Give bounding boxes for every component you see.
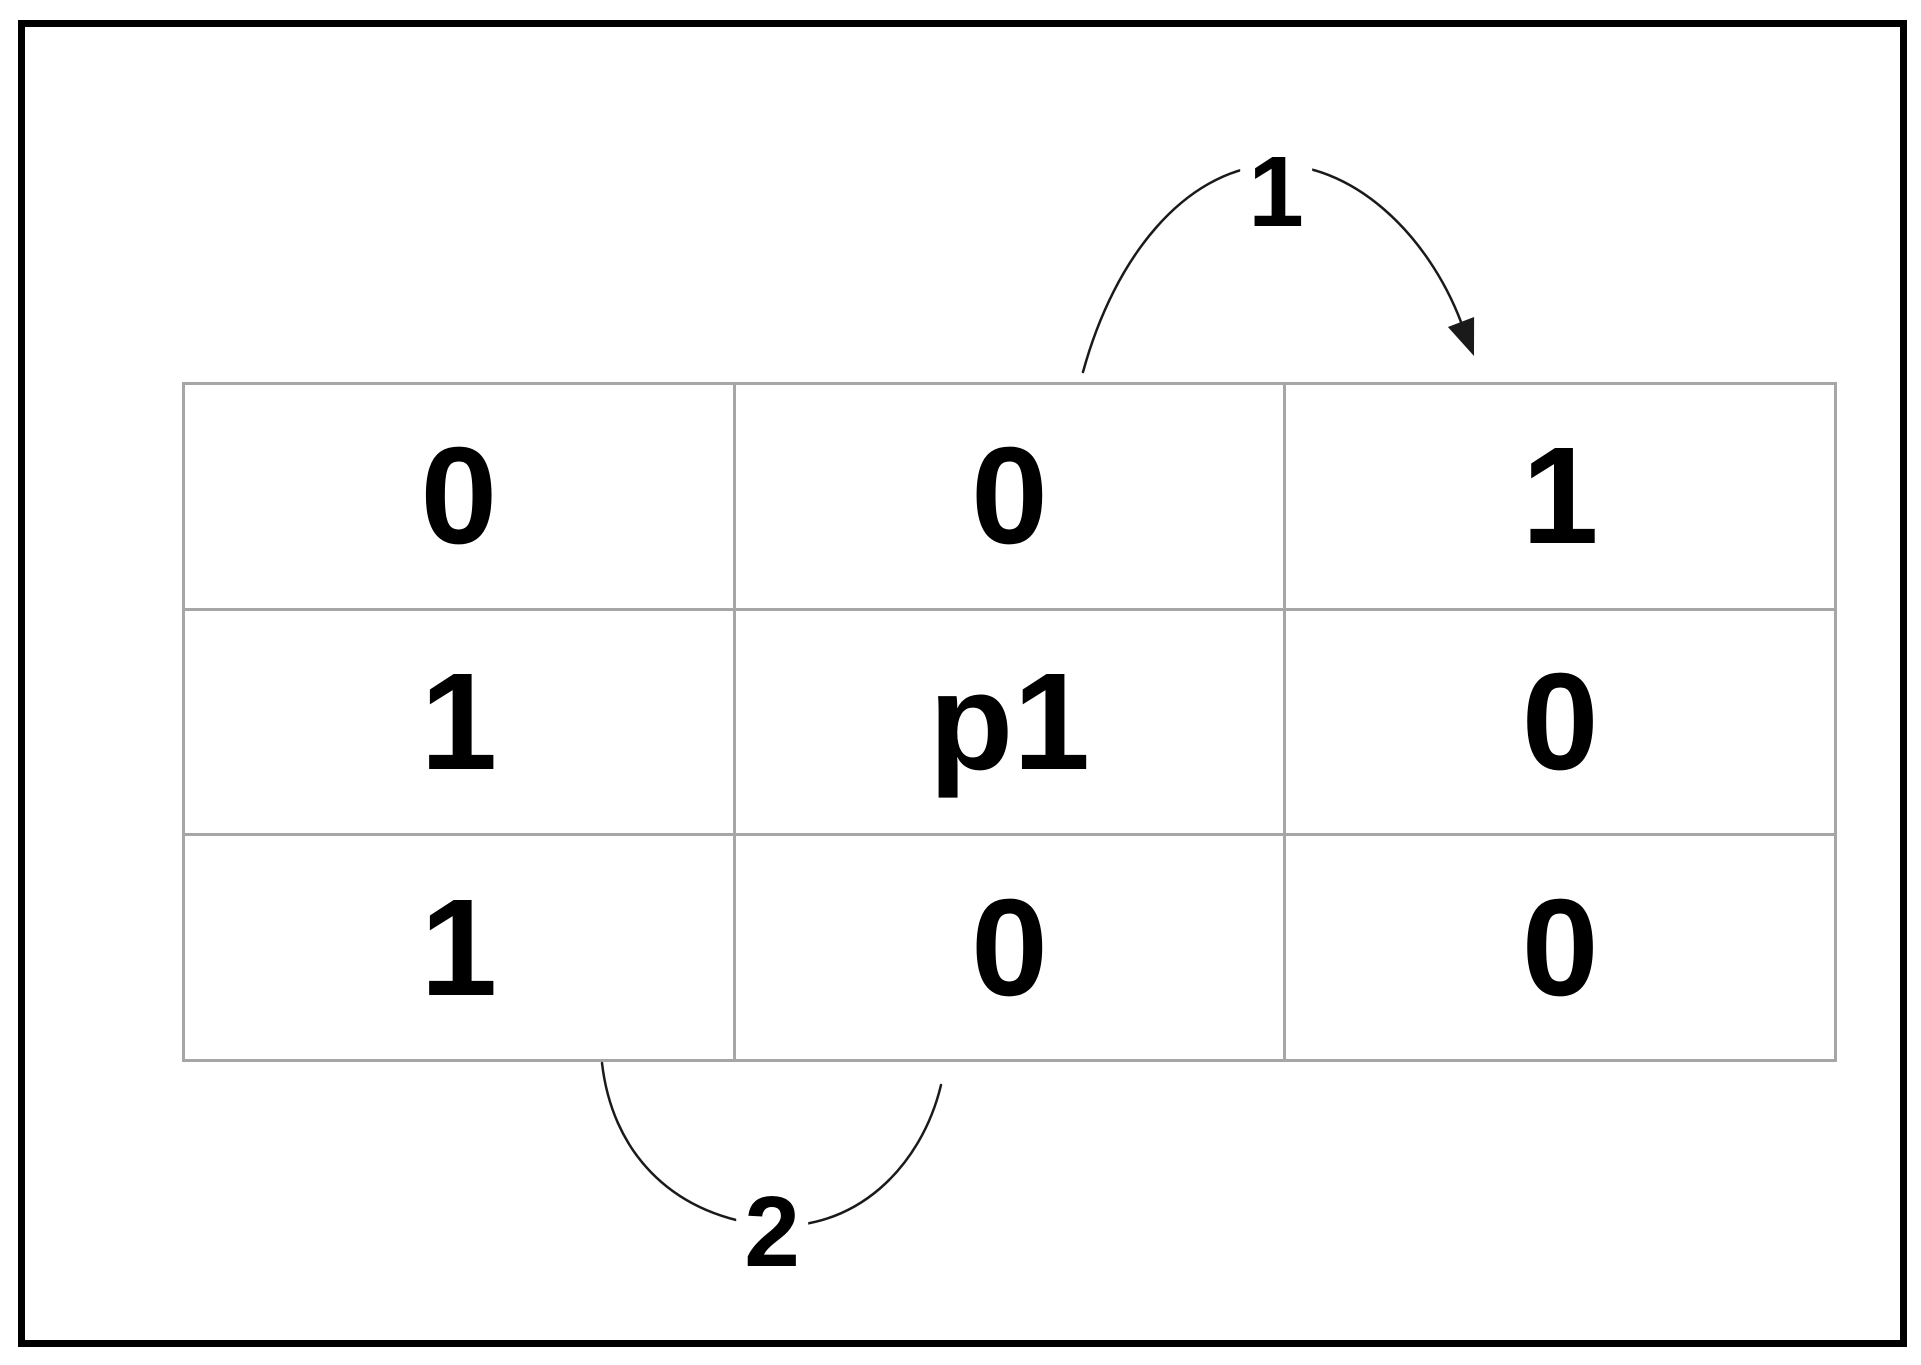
table-cell-r0c0: 0 [185, 385, 733, 608]
table-cell-r0c1: 0 [735, 385, 1284, 608]
table-cell-r0c2: 1 [1286, 385, 1834, 608]
table-cell-r1c2: 0 [1286, 610, 1834, 834]
arrow-2-label: 2 [736, 1182, 808, 1282]
arrow-1-label: 1 [1240, 142, 1312, 242]
matrix-table: 0 0 1 1 p1 0 1 0 0 [182, 382, 1837, 1062]
table-cell-r2c0: 1 [185, 836, 733, 1059]
table-cell-r1c0: 1 [185, 610, 733, 834]
table-cell-r2c2: 0 [1286, 836, 1834, 1059]
table-cell-r1c1: p1 [735, 610, 1284, 834]
table-cell-r2c1: 0 [735, 836, 1284, 1059]
